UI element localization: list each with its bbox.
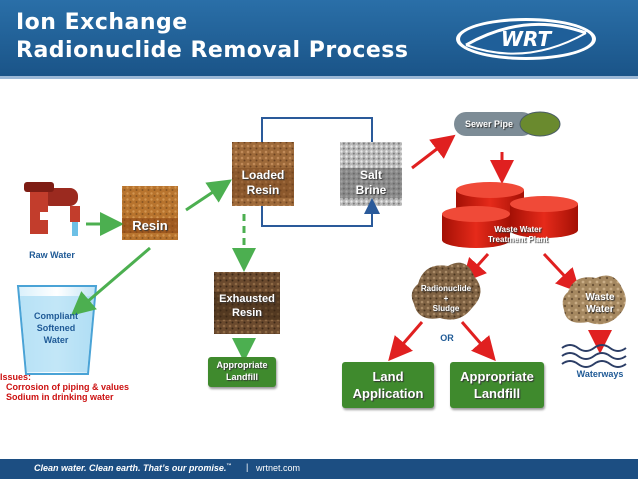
footer-slogan-text: Clean water. Clean earth. That’s our pro… [34, 463, 227, 473]
wrt-logo: WRT [456, 18, 596, 60]
raw-water-label: Raw Water [29, 250, 75, 260]
appropriate-landfill-button: Appropriate Landfill [450, 362, 544, 408]
waterways-icon [561, 344, 627, 368]
header-divider [0, 76, 638, 79]
sewer-pipe-icon [454, 111, 561, 137]
salt-brine-label: Salt Brine [340, 168, 402, 198]
faucet-icon [24, 182, 80, 236]
land-application-button: Land Application [342, 362, 434, 408]
footer-separator: | [246, 462, 249, 472]
wastewater-plant-label: Waste Water Treatment Plant [487, 225, 548, 244]
footer-slogan: Clean water. Clean earth. That’s our pro… [34, 463, 231, 473]
logo-text: WRT [501, 27, 553, 51]
issues-title: Issues: [0, 372, 32, 382]
sludge-blob [411, 262, 481, 320]
compliant-water-label: Compliant Softened Water [34, 311, 78, 345]
page-title-line1: Ion Exchange [16, 10, 188, 35]
issue-item: Sodium in drinking water [6, 392, 114, 402]
or-label: OR [440, 333, 454, 343]
exhausted-resin-label: Exhausted Resin [214, 292, 280, 320]
radionuclide-sludge-label: Radionuclide + Sludge [420, 284, 472, 313]
footer-url-link[interactable]: wrtnet.com [256, 463, 301, 473]
waste-water-label: Waste Water [585, 292, 615, 315]
waste-water-rock [562, 275, 626, 325]
resin-label: Resin [122, 218, 178, 233]
page-title-line2: Radionuclide Removal Process [16, 38, 409, 63]
loaded-resin-label: Loaded Resin [232, 168, 294, 198]
treatment-plant-icon [442, 182, 578, 248]
footer-bar: Clean water. Clean earth. That’s our pro… [0, 459, 638, 479]
issues-block: Issues: Corrosion of piping & values Sod… [0, 372, 170, 402]
sewer-pipe-label: Sewer Pipe [464, 119, 514, 129]
appropriate-landfill-small-button: Appropriate Landfill [208, 357, 276, 387]
trademark-mark: ™ [226, 463, 232, 469]
waterways-label: Waterways [576, 369, 624, 379]
issue-item: Corrosion of piping & values [6, 382, 130, 392]
